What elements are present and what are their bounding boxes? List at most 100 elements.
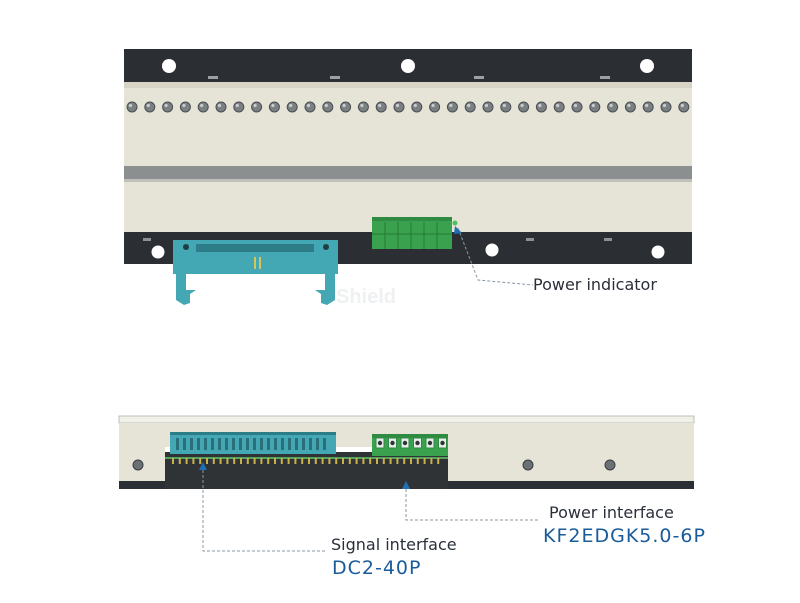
screw xyxy=(607,101,619,113)
slot xyxy=(260,438,263,450)
screw-highlight xyxy=(164,103,168,108)
screw-highlight xyxy=(431,103,435,108)
pin xyxy=(178,458,181,464)
power-terminal-top xyxy=(372,217,452,249)
screw xyxy=(429,101,441,113)
pin xyxy=(233,458,236,464)
screw-highlight xyxy=(235,103,239,108)
slot xyxy=(316,438,319,450)
signal-interface-model: DC2-40P xyxy=(332,557,422,579)
slot xyxy=(253,438,256,450)
side-screw xyxy=(132,459,144,471)
pin xyxy=(382,458,385,464)
pin xyxy=(246,458,249,464)
slot xyxy=(274,438,277,450)
pin xyxy=(430,458,433,464)
screw xyxy=(197,101,209,113)
mount-hole xyxy=(640,59,654,73)
screw xyxy=(233,101,245,113)
screw-highlight xyxy=(484,103,489,108)
pin xyxy=(219,458,222,464)
side-screw xyxy=(604,459,616,471)
terminal-screw-head xyxy=(440,440,445,446)
pin xyxy=(355,458,358,464)
pin xyxy=(437,458,440,464)
screw-highlight xyxy=(289,103,293,108)
screw xyxy=(144,101,156,113)
slot xyxy=(225,438,228,450)
pin xyxy=(274,458,276,464)
signal-connector-top xyxy=(173,240,338,305)
screw xyxy=(215,101,227,113)
pin xyxy=(253,458,256,464)
terminal-screw-head xyxy=(390,440,395,446)
pin-row xyxy=(172,458,440,464)
screw xyxy=(179,101,191,113)
slot xyxy=(295,438,298,450)
signal-interface-label: Signal interface xyxy=(331,535,457,554)
screw xyxy=(553,101,565,113)
slot xyxy=(232,438,235,450)
screw-highlight xyxy=(306,103,311,108)
side-screw xyxy=(522,459,534,471)
screw xyxy=(571,101,583,113)
power-indicator-label: Power indicator xyxy=(533,275,657,294)
pin xyxy=(301,458,304,464)
screw xyxy=(340,101,352,113)
screw-highlight xyxy=(360,103,364,108)
pin xyxy=(267,458,270,464)
screw-highlight xyxy=(217,103,222,108)
slot xyxy=(218,438,221,450)
pin xyxy=(185,458,188,464)
pin xyxy=(199,458,202,464)
slot xyxy=(211,438,214,450)
slot xyxy=(197,438,200,450)
screw xyxy=(589,101,601,113)
slot xyxy=(281,438,284,450)
screw-row xyxy=(126,101,690,113)
screw-highlight xyxy=(324,103,328,108)
screw-highlight xyxy=(146,103,150,108)
pin xyxy=(226,458,229,464)
screw xyxy=(446,101,458,113)
screw-highlight xyxy=(182,103,186,108)
screw-highlight xyxy=(502,103,506,108)
terminal-screw-head xyxy=(402,440,408,446)
printhead-top-view xyxy=(124,49,692,305)
screw-highlight xyxy=(538,103,542,108)
printhead-side-view xyxy=(118,415,695,552)
power-interface-model: KF2EDGK5.0-6P xyxy=(543,525,706,547)
screw xyxy=(322,101,334,113)
power-interface-label: Power interface xyxy=(549,503,674,522)
screw-highlight xyxy=(627,103,631,108)
connector-slots xyxy=(176,438,326,450)
screw xyxy=(518,101,530,113)
screw xyxy=(268,101,280,113)
pin xyxy=(410,458,412,464)
screw xyxy=(482,101,494,113)
power-interface-callout xyxy=(402,481,540,521)
pin xyxy=(348,458,351,464)
pin xyxy=(280,458,283,464)
pin xyxy=(342,458,344,464)
mount-hole xyxy=(151,245,165,259)
screw-highlight xyxy=(520,103,524,108)
screw xyxy=(126,101,138,113)
pin xyxy=(403,458,406,464)
pin xyxy=(335,458,338,464)
screw-highlight xyxy=(200,103,204,108)
slot xyxy=(204,438,207,450)
screw xyxy=(393,101,405,113)
screw xyxy=(411,101,423,113)
mount-hole xyxy=(485,243,499,257)
pin xyxy=(308,458,310,464)
pin xyxy=(212,458,215,464)
slot xyxy=(267,438,270,450)
pin xyxy=(321,458,324,464)
screw-highlight xyxy=(413,103,417,108)
slot xyxy=(288,438,291,450)
mount-hole xyxy=(162,59,176,73)
screw xyxy=(624,101,636,113)
pin xyxy=(260,458,263,464)
middle-rail xyxy=(124,166,692,179)
